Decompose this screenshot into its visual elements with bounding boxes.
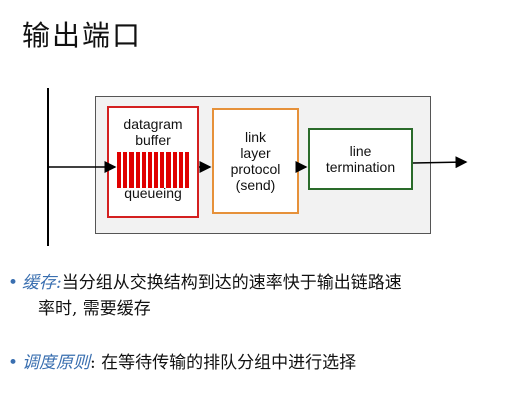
queue-bars	[117, 152, 190, 188]
page-title: 输出端口	[22, 19, 143, 52]
bullet-text-continued: 率时, 需要缓存	[38, 299, 151, 319]
link-label-line2: layer	[240, 145, 271, 161]
buffer-label-line2: buffer	[135, 132, 171, 148]
line-label-line2: termination	[325, 159, 396, 175]
arrow-line-out	[412, 156, 468, 169]
queueing-label: queueing	[124, 185, 182, 201]
bullet-text: 当分组从交换结构到达的速率快于输出链路速	[61, 273, 402, 293]
bullet-term: 缓存:	[22, 273, 62, 293]
buffer-label-line1: datagram	[123, 116, 183, 132]
line-label-line1: line	[349, 143, 372, 159]
line-termination-box: line termination	[308, 128, 413, 190]
bullet-separator: :	[90, 353, 96, 373]
bullet-scheduling: •调度原则: 在等待传输的排队分组中进行选择	[8, 350, 488, 376]
bullet-term: 调度原则	[22, 353, 90, 373]
link-label-line4: (send)	[235, 177, 276, 193]
bullet-text: 在等待传输的排队分组中进行选择	[101, 353, 357, 373]
bullet-dot: •	[8, 353, 19, 373]
link-label-line3: protocol	[230, 161, 281, 177]
link-label-line1: link	[244, 129, 266, 145]
bullet-dot: •	[8, 273, 19, 293]
bullet-buffering: •缓存:当分组从交换结构到达的速率快于输出链路速 率时, 需要缓存	[8, 270, 488, 322]
datagram-buffer-box: datagram buffer	[107, 106, 199, 218]
